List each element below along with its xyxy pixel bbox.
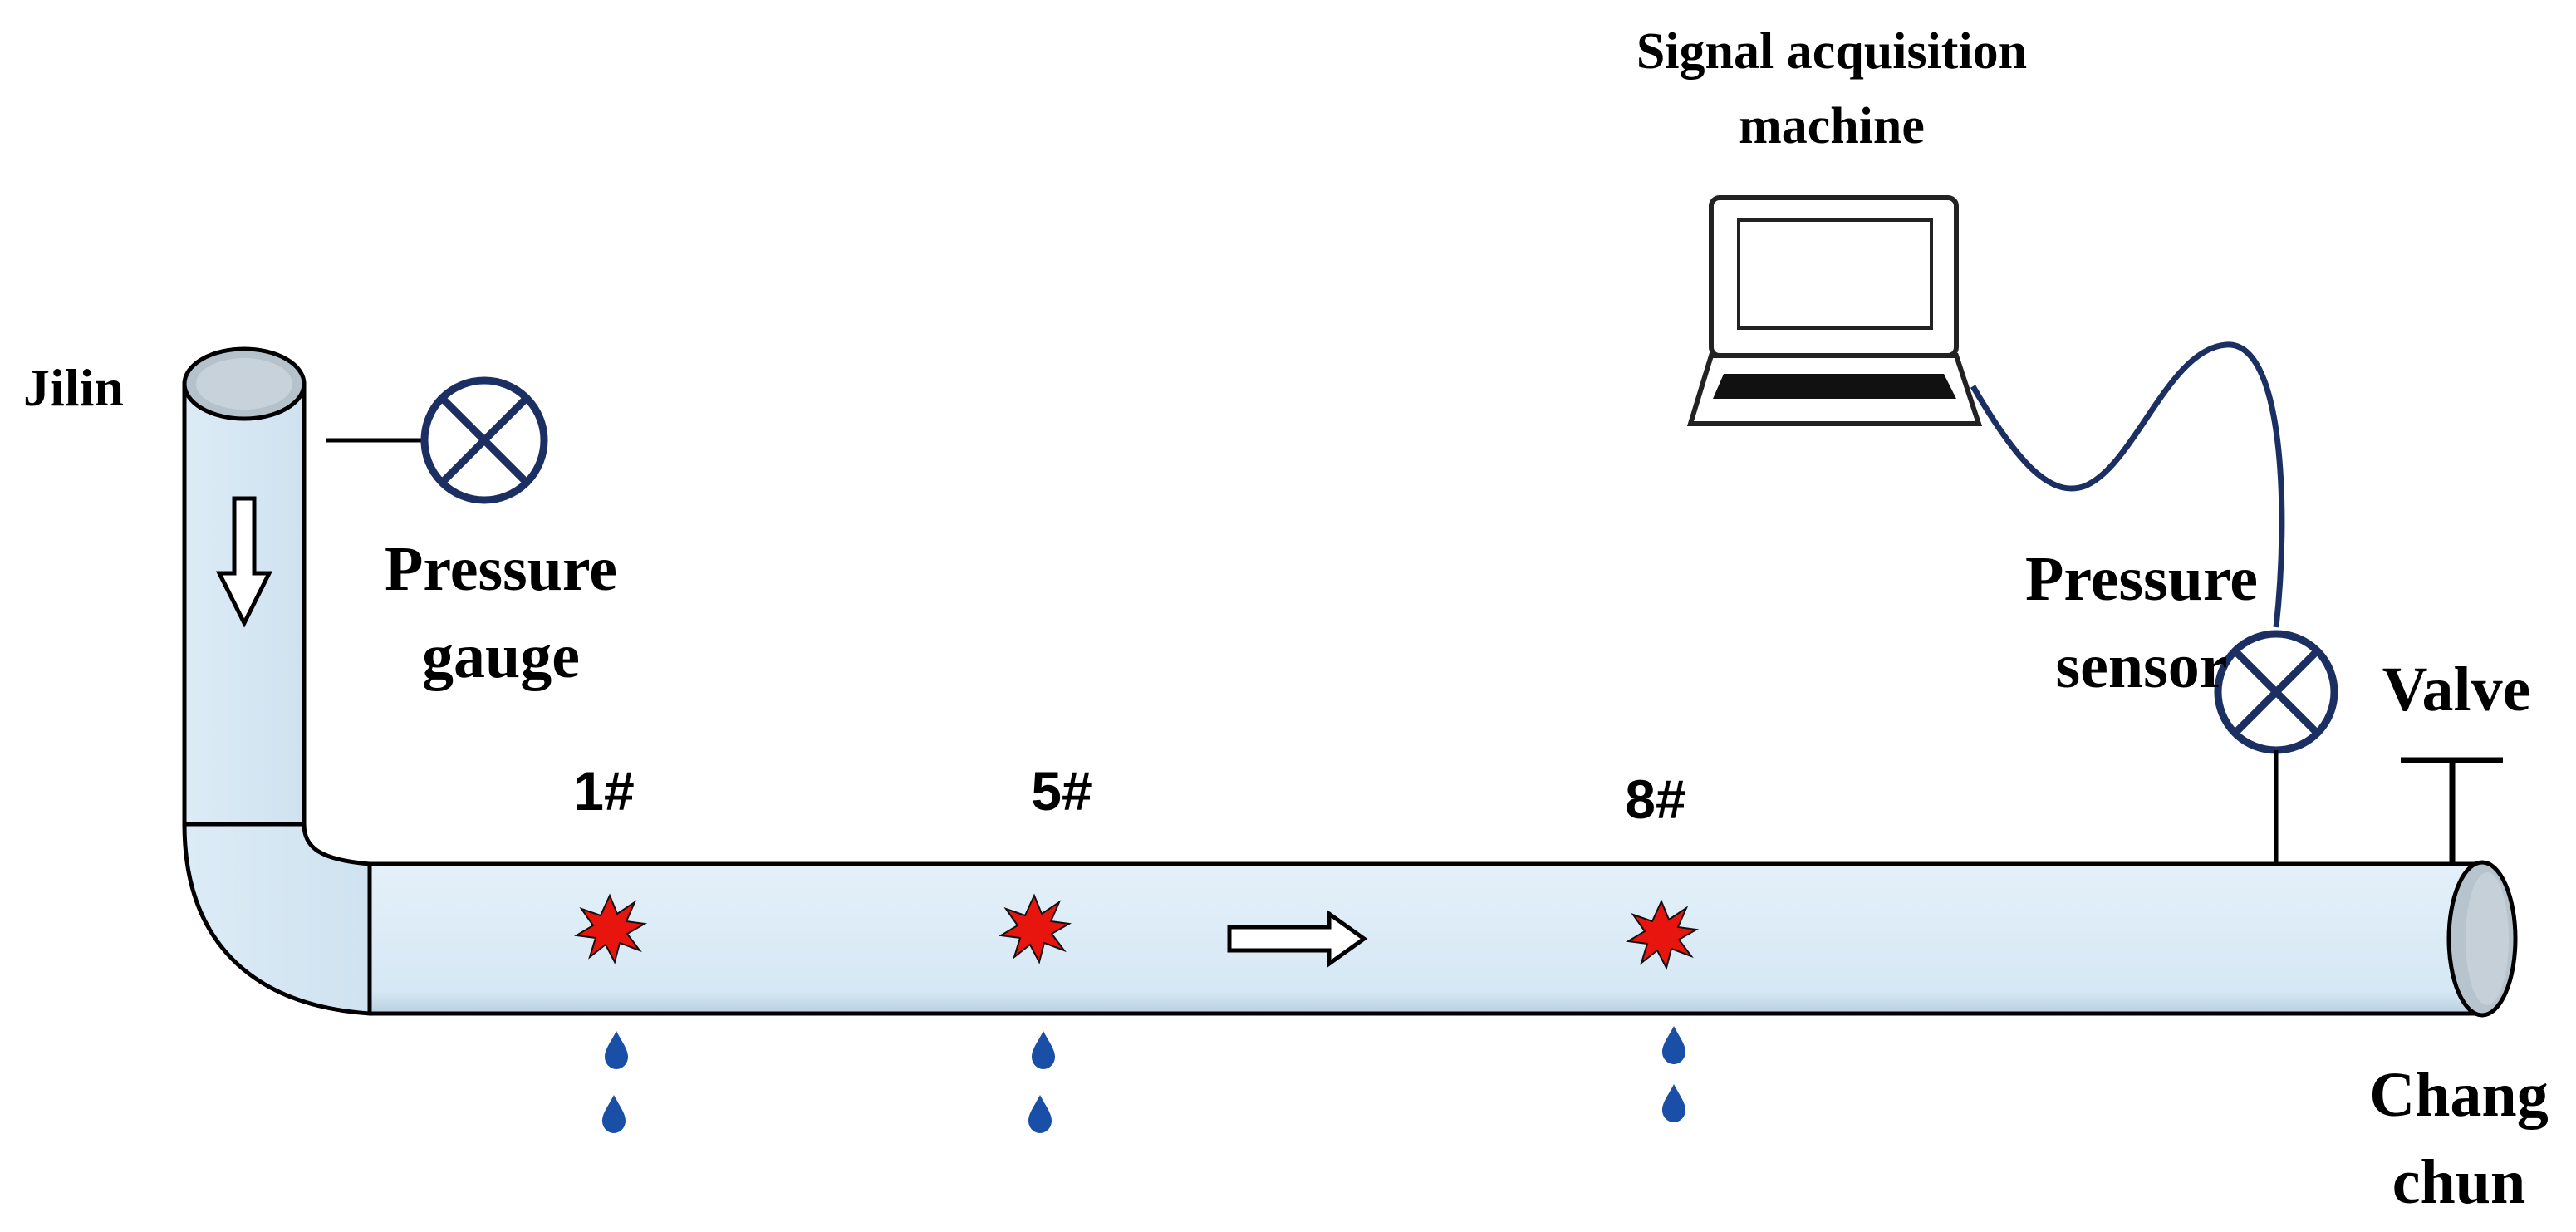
leak-label-8: 8# — [1625, 768, 1685, 830]
pressure-gauge-label-line2: gauge — [422, 621, 580, 691]
valve-icon — [2401, 757, 2503, 864]
water-drop-icon — [1032, 1031, 1055, 1069]
pressure-sensor-label-line1: Pressure — [2025, 544, 2258, 614]
pressure-gauge-label-line1: Pressure — [385, 534, 617, 604]
dest-city-label-line1: Chang — [2369, 1060, 2548, 1130]
water-drop-icon — [1662, 1084, 1685, 1122]
laptop-icon — [1686, 195, 1983, 426]
water-drop-icon — [1028, 1095, 1052, 1133]
pipe-elbow — [182, 822, 372, 1016]
water-drop-icon — [605, 1031, 628, 1069]
main-pipe — [367, 860, 2518, 1018]
down-flow-arrow-icon — [215, 496, 273, 628]
right-flow-arrow-icon — [1227, 910, 1368, 968]
source-city-label: Jilin — [23, 358, 124, 417]
signal-machine-label-line1: Signal acquisition — [1636, 23, 2027, 80]
pressure-sensor-icon — [2214, 630, 2338, 864]
dest-city-label-line2: chun — [2392, 1147, 2526, 1217]
leak-label-5: 5# — [1031, 760, 1092, 822]
water-drop-icon — [1662, 1026, 1685, 1064]
leak-label-1: 1# — [573, 760, 634, 822]
inlet-pipe — [182, 346, 307, 827]
signal-cable — [1970, 341, 2285, 628]
water-drop-icon — [602, 1095, 626, 1133]
pressure-sensor-label-line2: sensor — [2056, 631, 2228, 701]
valve-label: Valve — [2382, 655, 2531, 724]
signal-machine-label-line2: machine — [1739, 98, 1925, 155]
pressure-gauge-icon — [326, 376, 548, 504]
